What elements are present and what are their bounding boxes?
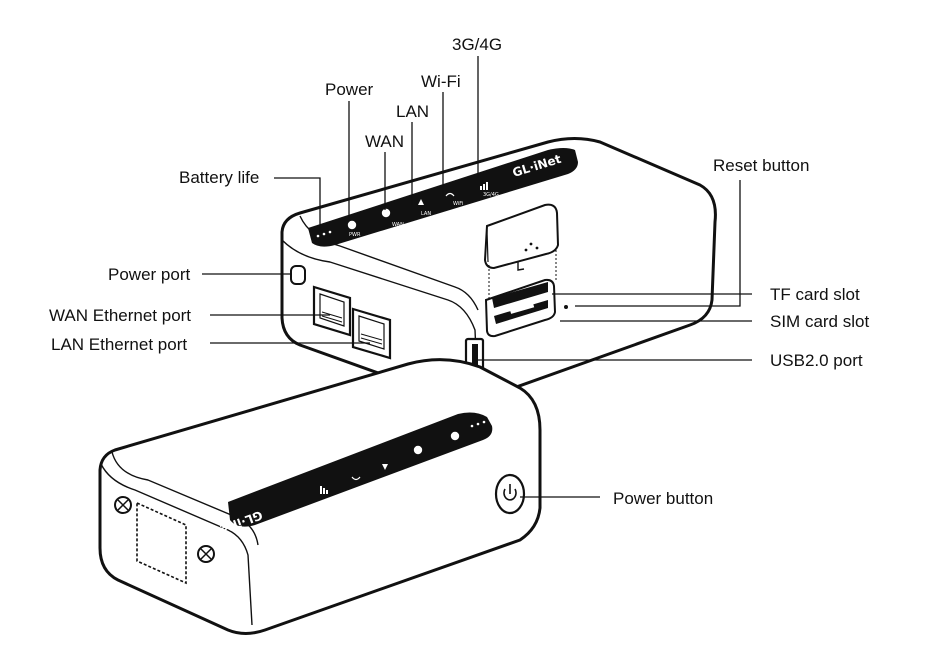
label-tf-card-slot: TF card slot <box>770 285 860 304</box>
label-battery-life: Battery life <box>179 168 259 187</box>
reset-hole <box>564 305 568 309</box>
back-led-panel <box>308 148 578 247</box>
back-led-label-lan: LAN <box>421 211 431 217</box>
back-led-label-wan: WAN <box>392 222 404 228</box>
card-cover-flap <box>483 203 560 270</box>
front-device: GL·iNet <box>98 358 542 635</box>
label-sim-card-slot: SIM card slot <box>770 312 869 331</box>
power-port <box>290 265 306 285</box>
side-screw-right <box>197 545 215 563</box>
label-power-port: Power port <box>108 265 190 284</box>
wan-ethernet-jack <box>312 285 352 337</box>
label-power: Power <box>325 80 374 99</box>
label-wan-ethernet-port: WAN Ethernet port <box>49 306 191 325</box>
back-led-icons <box>316 182 488 238</box>
lan-ethernet-jack <box>351 307 392 360</box>
front-led-panel <box>228 412 493 527</box>
back-led-label-3g4g: 3G/4G <box>483 192 499 198</box>
front-led-icons <box>320 420 486 494</box>
power-button-graphic <box>494 473 526 515</box>
callout-labels: 3G/4G Wi-Fi Power LAN WAN Battery life R… <box>49 35 869 508</box>
side-screw-left <box>114 496 132 514</box>
back-led-label-wifi: WiFi <box>453 201 463 207</box>
leader-lines <box>202 56 752 498</box>
label-lan: LAN <box>396 102 429 121</box>
back-device: PWR WAN LAN WiFi 3G/4G GL·iNet <box>280 137 717 405</box>
label-lan-ethernet-port: LAN Ethernet port <box>51 335 187 354</box>
card-slots <box>484 278 568 338</box>
speaker-grille <box>136 501 187 585</box>
label-wan: WAN <box>365 132 404 151</box>
back-led-label-pwr: PWR <box>349 232 361 238</box>
label-power-button: Power button <box>613 489 713 508</box>
label-wifi: Wi-Fi <box>421 72 461 91</box>
label-3g4g: 3G/4G <box>452 35 502 54</box>
label-reset-button: Reset button <box>713 156 809 175</box>
label-usb-port: USB2.0 port <box>770 351 863 370</box>
